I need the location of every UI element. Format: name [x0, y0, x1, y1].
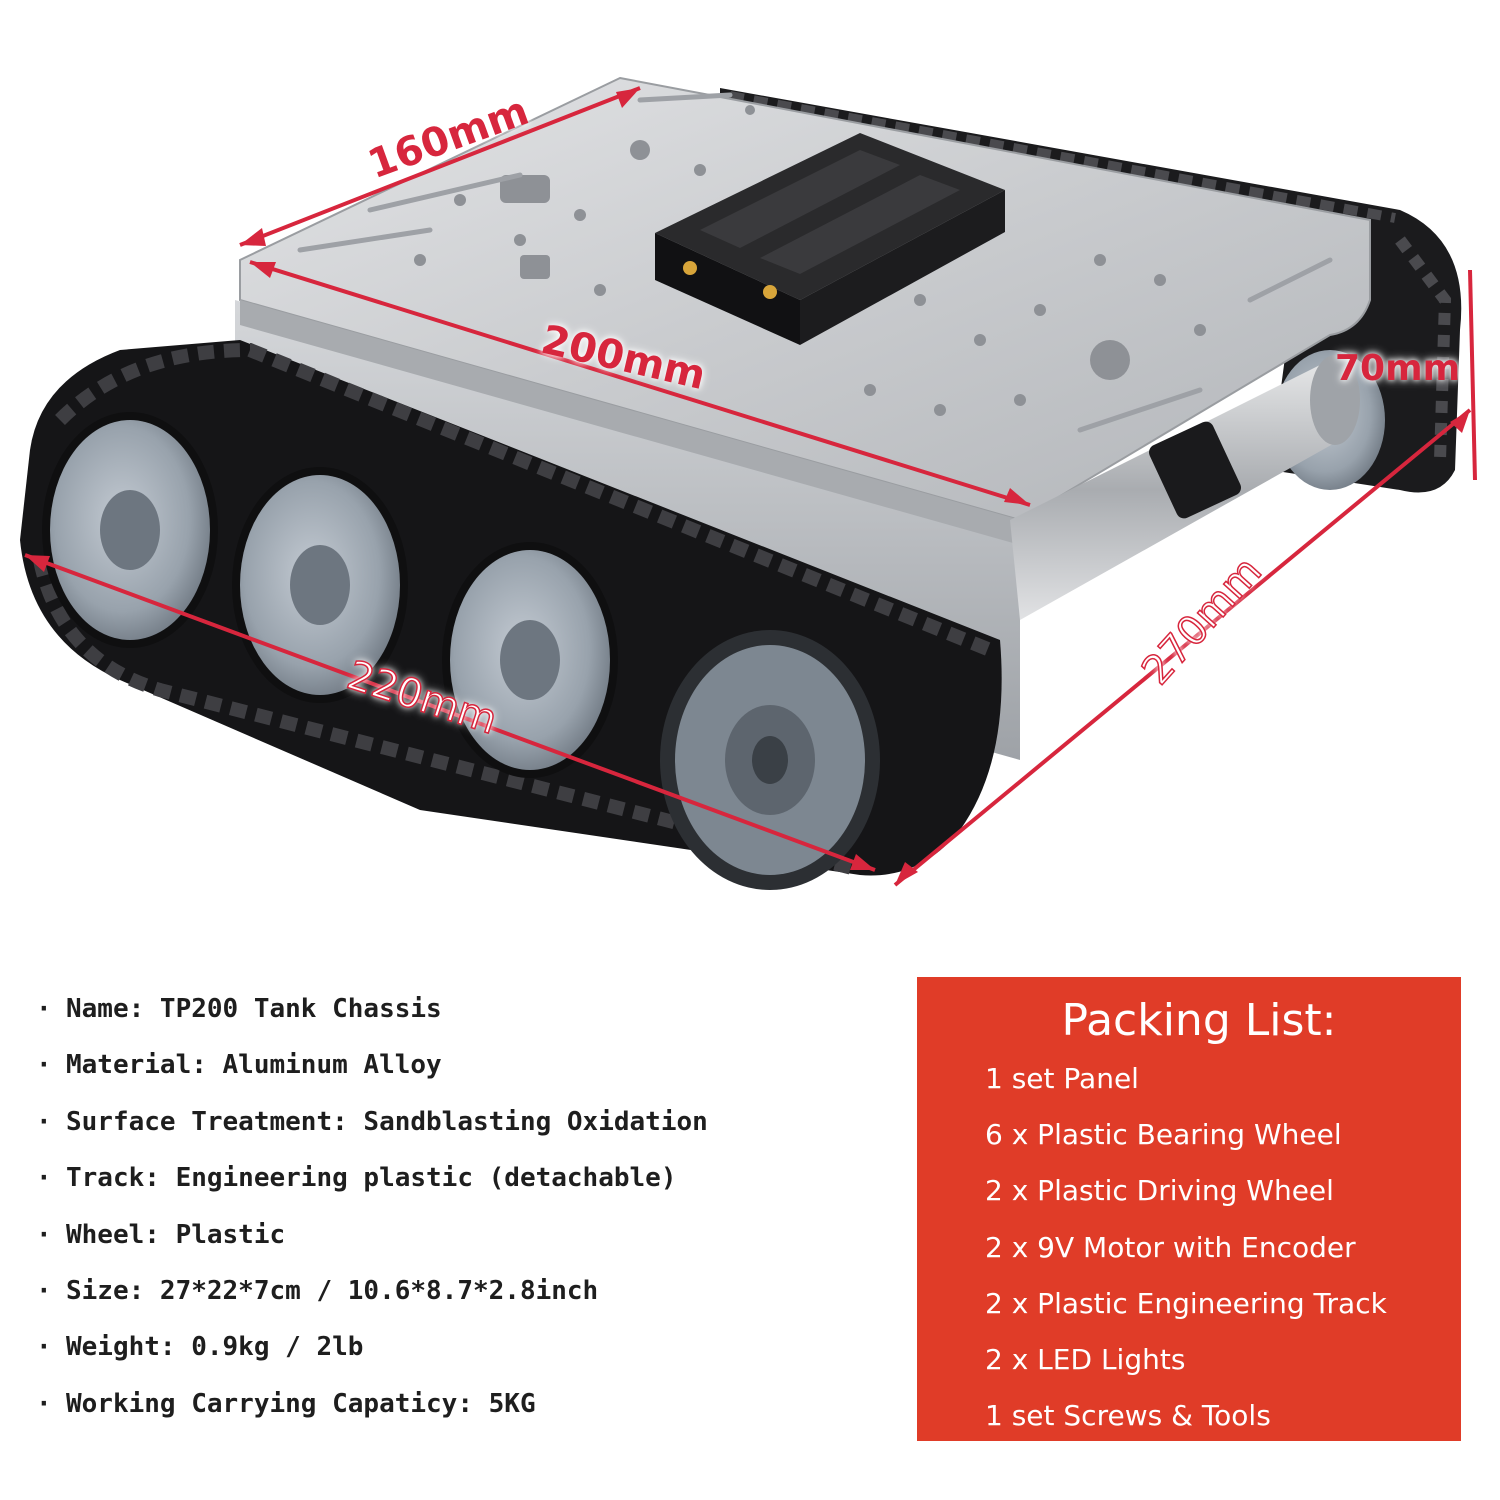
- drive-sprocket: [660, 630, 880, 890]
- packing-list-item: 2 x Plastic Driving Wheel: [985, 1174, 1334, 1208]
- gear-motor: [1010, 355, 1360, 620]
- dimension-label-height: 70mm: [1335, 348, 1461, 389]
- packing-list-item: 1 set Screws & Tools: [985, 1399, 1271, 1433]
- packing-list-item: 6 x Plastic Bearing Wheel: [985, 1118, 1342, 1152]
- packing-list-item: 2 x 9V Motor with Encoder: [985, 1230, 1356, 1264]
- dimension-arrow: [24, 86, 1477, 887]
- road-wheel: [442, 542, 618, 778]
- packing-list-item: 2 x LED Lights: [985, 1342, 1186, 1376]
- packing-list-title: Packing List:: [1061, 995, 1337, 1046]
- road-wheel: [232, 467, 408, 703]
- mounting-holes: [414, 105, 1206, 416]
- spec-item: ·Track: Engineering plastic (detachable): [36, 1163, 677, 1194]
- spec-item: ·Working Carrying Capaticy: 5KG: [36, 1388, 536, 1419]
- spec-list: ·Name: TP200 Tank Chassis ·Material: Alu…: [36, 985, 896, 1436]
- road-wheel: [42, 412, 218, 648]
- spec-item: ·Surface Treatment: Sandblasting Oxidati…: [36, 1106, 708, 1137]
- packing-list-item: 1 set Panel: [985, 1062, 1139, 1095]
- packing-list-box: Packing List: 1 set Panel 6 x Plastic Be…: [917, 977, 1461, 1441]
- spec-item: ·Weight: 0.9kg / 2lb: [36, 1332, 364, 1363]
- packing-list-item: 2 x Plastic Engineering Track: [985, 1286, 1387, 1320]
- spec-item: ·Size: 27*22*7cm / 10.6*8.7*2.8inch: [36, 1275, 599, 1306]
- spec-item: ·Material: Aluminum Alloy: [36, 1050, 442, 1081]
- spec-item: ·Wheel: Plastic: [36, 1219, 286, 1250]
- tank-chassis-photo: [20, 76, 1477, 890]
- spec-item: ·Name: TP200 Tank Chassis: [36, 994, 442, 1024]
- battery-holder: [655, 133, 1005, 345]
